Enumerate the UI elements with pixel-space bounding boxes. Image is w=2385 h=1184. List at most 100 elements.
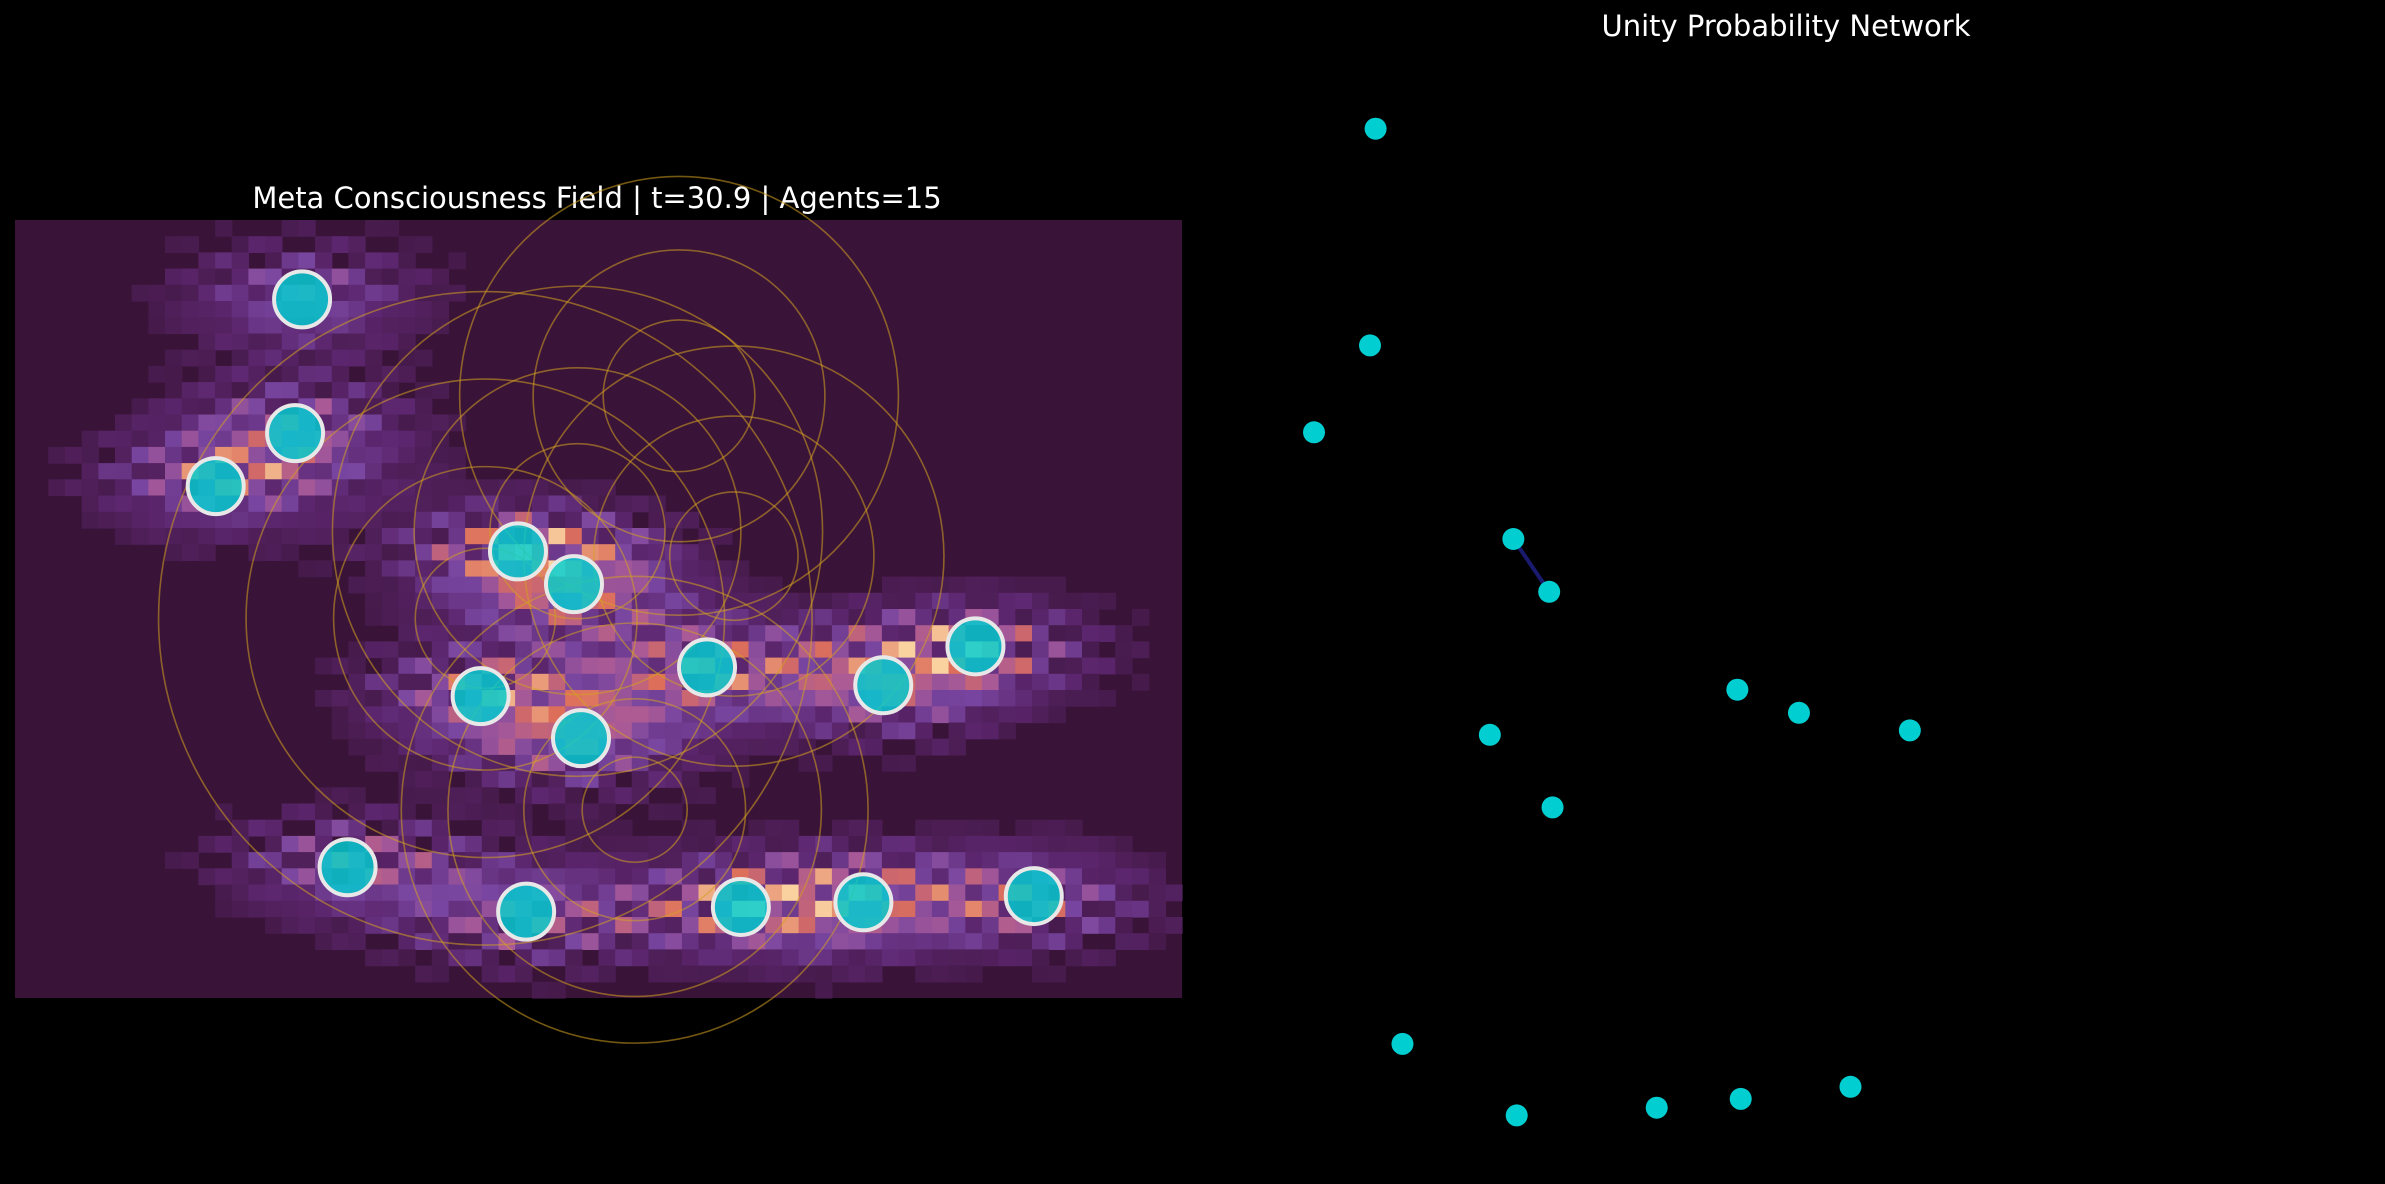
field-cell <box>331 706 350 724</box>
field-cell <box>648 949 666 967</box>
network-nodes <box>1303 117 1921 1127</box>
field-cell <box>548 868 566 886</box>
field-cell <box>1098 868 1116 886</box>
field-cell <box>115 479 133 497</box>
field-cell <box>115 414 133 432</box>
field-cell <box>231 252 249 270</box>
field-cell <box>598 560 616 578</box>
field-cell <box>865 965 883 983</box>
field-cell <box>1115 884 1133 902</box>
field-cell <box>331 511 350 529</box>
field-cell <box>665 706 683 724</box>
field-cell <box>381 495 400 513</box>
field-cell <box>881 933 900 950</box>
field-cell <box>248 236 266 253</box>
field-cell <box>898 949 916 967</box>
field-cell <box>615 495 633 513</box>
field-cell <box>1148 900 1166 918</box>
field-cell <box>448 722 466 740</box>
field-cell <box>698 949 716 967</box>
field-cell <box>1015 690 1033 707</box>
field-cell <box>531 673 550 691</box>
field-cell <box>781 852 800 869</box>
field-cell <box>948 592 966 610</box>
field-cell <box>348 787 366 805</box>
field-cell <box>398 446 416 464</box>
field-cell <box>165 268 183 286</box>
field-cell <box>481 576 500 594</box>
field-cell <box>315 479 333 497</box>
field-cell <box>865 592 883 610</box>
field-cell <box>448 252 466 270</box>
field-cell <box>248 268 266 286</box>
field-cell <box>298 528 316 545</box>
field-cell <box>148 301 166 318</box>
field-cell <box>131 463 149 480</box>
field-cell <box>231 414 249 432</box>
field-cell <box>748 949 766 967</box>
field-cell <box>998 592 1016 610</box>
field-cell <box>131 479 149 497</box>
field-cell <box>215 884 233 902</box>
field-cell <box>431 625 450 642</box>
field-cell <box>565 528 583 545</box>
field-cell <box>231 382 249 399</box>
field-cell <box>1015 852 1033 869</box>
field-cell <box>465 835 483 853</box>
field-cell <box>648 803 666 821</box>
field-cell <box>931 625 950 642</box>
field-cell <box>398 868 416 886</box>
network-chart-title: Unity Probability Network <box>1601 9 1970 43</box>
field-cell <box>665 900 683 918</box>
field-cell <box>665 738 683 756</box>
field-cell <box>98 463 116 480</box>
field-cell <box>815 690 833 707</box>
field-cell <box>1148 852 1166 869</box>
field-cell <box>281 463 299 480</box>
field-cell <box>315 252 333 270</box>
field-cell <box>381 657 400 675</box>
field-cell <box>1082 690 1100 707</box>
field-cell <box>965 690 983 707</box>
field-cell <box>1032 625 1050 642</box>
field-cell <box>415 722 433 740</box>
field-cell <box>65 479 83 497</box>
field-cell <box>281 365 299 383</box>
field-cell <box>798 835 816 853</box>
field-cell <box>648 511 666 529</box>
field-cell <box>398 349 416 367</box>
field-cell <box>415 414 433 432</box>
field-cell <box>765 609 783 626</box>
field-cell <box>398 917 416 934</box>
field-cell <box>631 852 650 869</box>
field-cell <box>515 771 533 788</box>
field-cell <box>381 690 400 707</box>
field-cell <box>198 333 216 351</box>
network-node <box>1541 796 1564 819</box>
field-cell <box>765 819 783 837</box>
field-cell <box>98 479 116 497</box>
field-cell <box>515 787 533 805</box>
field-cell <box>865 609 883 626</box>
field-cell <box>1065 933 1083 950</box>
field-cell <box>231 900 249 918</box>
field-cell <box>931 900 950 918</box>
resonance-ring <box>157 290 813 946</box>
field-cell <box>381 803 400 821</box>
field-cell <box>565 933 583 950</box>
field-cell <box>431 284 450 302</box>
field-cell <box>365 609 383 626</box>
field-cell <box>248 365 266 383</box>
field-cell <box>598 528 616 545</box>
field-cell <box>648 965 666 983</box>
field-cell <box>1032 609 1050 626</box>
field-cell <box>531 852 550 869</box>
field-cell <box>398 236 416 253</box>
field-cell <box>1115 641 1133 659</box>
field-cell <box>415 787 433 805</box>
field-cell <box>381 284 400 302</box>
field-cell <box>198 301 216 318</box>
field-cell <box>381 949 400 967</box>
field-cell <box>1015 706 1033 724</box>
field-cell <box>781 949 800 967</box>
